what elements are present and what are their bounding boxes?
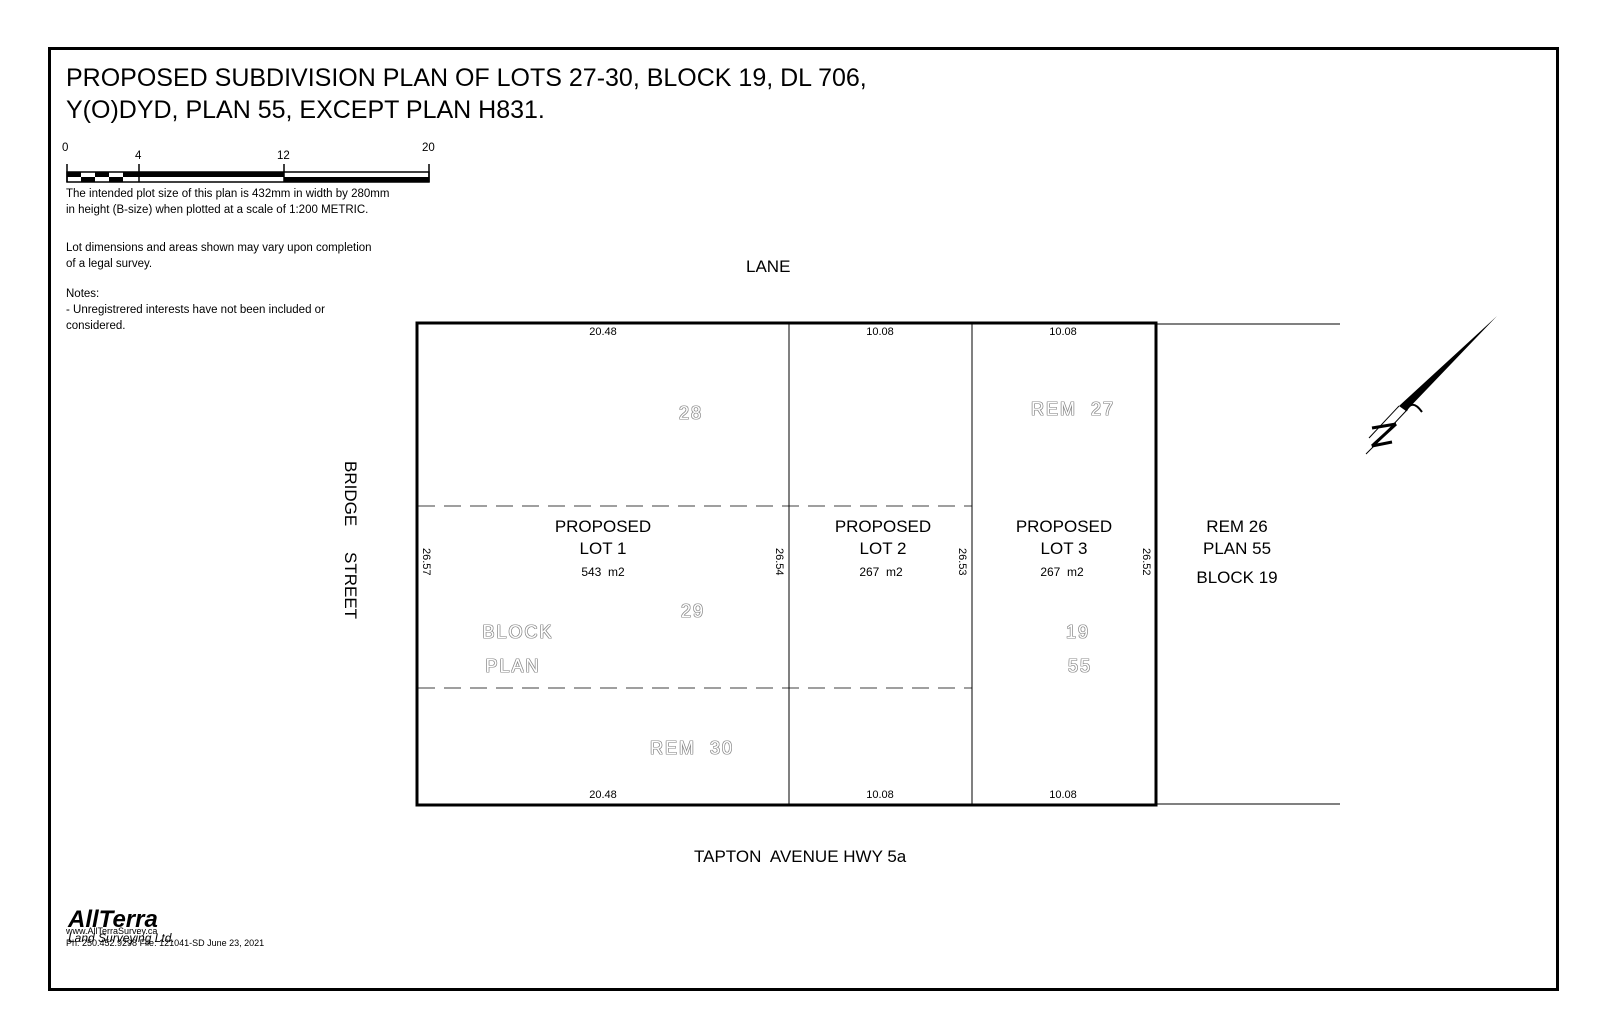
proposed-lot-2-line1: PROPOSED — [834, 517, 932, 536]
dim-top-lot3: 10.08 — [1049, 326, 1077, 338]
dim-side-lot1-2: 26.54 — [773, 548, 785, 576]
dim-side-west: 26.57 — [420, 548, 432, 576]
notes-line1: - Unregistrered interests have not been … — [66, 304, 325, 316]
scale-label-20: 20 — [422, 142, 435, 154]
dim-side-lot2-3: 26.53 — [956, 548, 968, 576]
scale-label-4: 4 — [135, 150, 142, 162]
dim-bottom-lot1: 20.48 — [589, 789, 617, 801]
dim-side-east: 26.52 — [1140, 548, 1152, 576]
scale-label-0: 0 — [62, 142, 69, 154]
existing-lot-29: 29 — [680, 601, 706, 621]
notes-line2: considered. — [66, 320, 126, 332]
street-lane: LANE — [746, 257, 791, 276]
dim-bottom-lot3: 10.08 — [1049, 789, 1077, 801]
existing-plan-number: 55 — [1067, 656, 1093, 676]
plot-size-note-line2: in height (B-size) when plotted at a sca… — [66, 204, 369, 216]
plan-title-line1: PROPOSED SUBDIVISION PLAN OF LOTS 27-30,… — [66, 64, 867, 92]
proposed-lot-1-line1: PROPOSED — [554, 517, 652, 536]
company-subtitle: Land Surveying Ltd. — [68, 931, 175, 945]
existing-plan-label: PLAN — [485, 656, 541, 676]
street-bridge: BRIDGE — [341, 461, 360, 527]
scale-bar — [66, 164, 430, 183]
dim-bottom-lot2: 10.08 — [866, 789, 894, 801]
notes-heading: Notes: — [66, 288, 100, 300]
existing-lot-28: 28 — [678, 403, 704, 423]
proposed-lot-2-line2: LOT 2 — [859, 539, 907, 558]
street-tapton: TAPTON AVENUE HWY 5a — [694, 847, 907, 866]
plan-title: PROPOSED SUBDIVISION PLAN OF LOTS 27-30,… — [66, 62, 867, 126]
proposed-lot-2-label: PROPOSED LOT 2 — [835, 516, 931, 560]
company-website: www.AllTerraSurvey.ca — [66, 926, 158, 936]
dimension-note-line2: of a legal survey. — [66, 258, 153, 270]
plot-size-note: The intended plot size of this plan is 4… — [66, 186, 389, 218]
plan-title-line2: Y(O)DYD, PLAN 55, EXCEPT PLAN H831. — [66, 96, 545, 124]
dim-top-lot2: 10.08 — [866, 326, 894, 338]
adjacent-line2: PLAN 55 — [1202, 539, 1272, 558]
dimension-note: Lot dimensions and areas shown may vary … — [66, 240, 372, 272]
proposed-lot-3-line2: LOT 3 — [1040, 539, 1088, 558]
existing-rem-27: REM 27 — [1030, 399, 1116, 419]
notes-block: Notes: - Unregistrered interests have no… — [66, 286, 325, 334]
plan-sheet-border — [48, 47, 1559, 991]
scale-label-12: 12 — [277, 150, 290, 162]
company-contact: Ph: 250.452.9298 File: 121041-SD June 23… — [66, 938, 265, 948]
proposed-lot-1-label: PROPOSED LOT 1 — [555, 516, 651, 560]
street-street: STREET — [341, 552, 360, 620]
plot-size-note-line1: The intended plot size of this plan is 4… — [66, 188, 390, 200]
existing-block-number: 19 — [1065, 622, 1091, 642]
proposed-lot-1-line2: LOT 1 — [579, 539, 627, 558]
north-arrow-icon — [1365, 316, 1497, 455]
proposed-lot-2-area: 267 m2 — [859, 565, 903, 579]
dim-top-lot1: 20.48 — [589, 326, 617, 338]
company-logo: AllTerra — [68, 906, 158, 933]
proposed-lot-1-area: 543 m2 — [581, 565, 625, 579]
existing-rem-30: REM 30 — [649, 738, 735, 758]
parcel-outline — [415, 321, 1158, 807]
dimension-note-line1: Lot dimensions and areas shown may vary … — [66, 242, 372, 254]
existing-block-label: BLOCK — [482, 622, 554, 642]
adjacent-line3: BLOCK 19 — [1196, 568, 1278, 587]
proposed-lot-3-area: 267 m2 — [1040, 565, 1084, 579]
adjacent-rem26-label: REM 26 PLAN 55 BLOCK 19 — [1196, 516, 1277, 589]
proposed-lot-3-line1: PROPOSED — [1015, 517, 1113, 536]
proposed-lot-3-label: PROPOSED LOT 3 — [1016, 516, 1112, 560]
adjacent-line1: REM 26 — [1206, 517, 1268, 536]
